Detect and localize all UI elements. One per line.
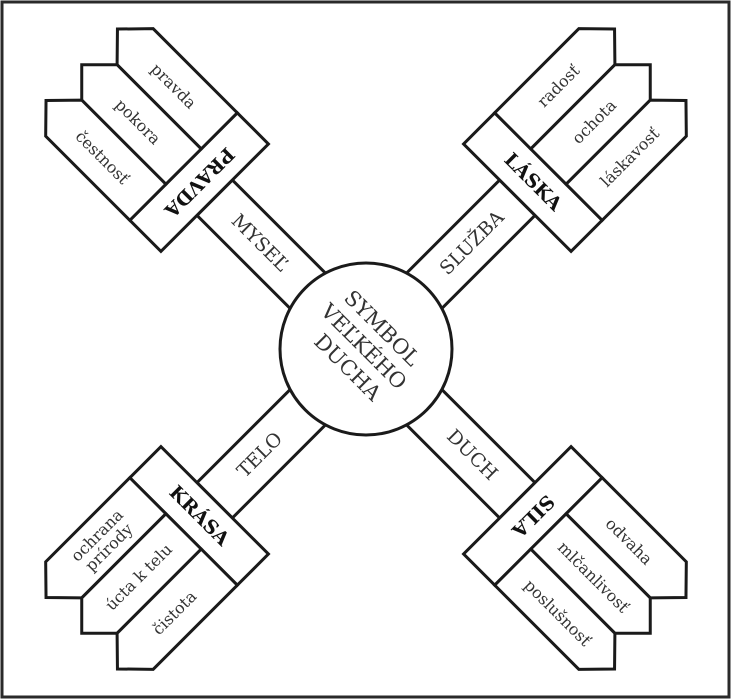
center-circle: SYMBOL VEĽKÉHO DUCHA [278,261,454,437]
virtue-finger [528,63,652,187]
virtue-finger [492,27,617,152]
virtue-finger [115,546,240,671]
virtue-finger [563,98,688,223]
virtue-finger [528,511,652,635]
arms: MYSEĽPRAVDApravdapokoračestnosťSLUŽBALÁS… [44,27,688,671]
virtue-finger [492,546,617,671]
virtue-finger [563,475,688,600]
center-circle-shape [278,261,454,437]
virtue-finger [44,98,169,223]
